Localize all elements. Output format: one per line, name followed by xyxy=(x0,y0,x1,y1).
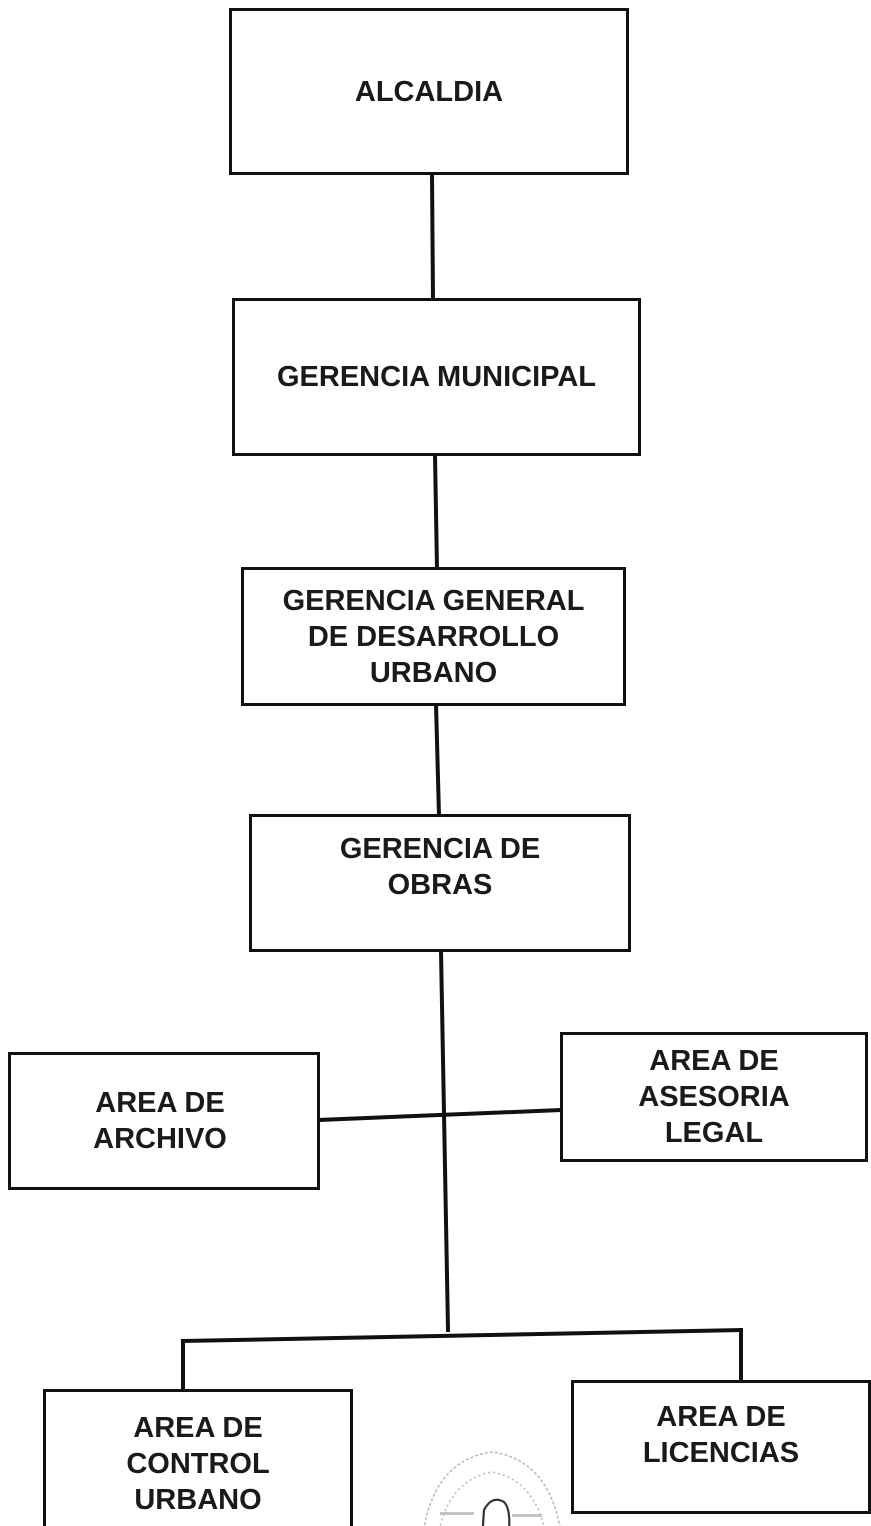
connector-archivo-asesoria xyxy=(315,1107,565,1123)
box-gerencia-obras-label: GERENCIA DE OBRAS xyxy=(339,833,541,901)
box-area-archivo: AREA DE ARCHIVO xyxy=(8,1052,320,1190)
box-gerencia-municipal-label: GERENCIA MUNICIPAL xyxy=(277,361,596,393)
box-area-asesoria-legal-label: AREA DE ASESORIA LEGAL xyxy=(638,1045,790,1149)
box-area-asesoria-legal: AREA DE ASESORIA LEGAL xyxy=(560,1032,868,1162)
connector-gerencia-municipal-desarrollo xyxy=(432,452,440,572)
box-area-archivo-label: AREA DE ARCHIVO xyxy=(93,1087,227,1155)
connector-bottom-branch xyxy=(180,1327,744,1344)
box-area-licencias: AREA DE LICENCIAS xyxy=(571,1380,871,1514)
box-alcaldia: ALCALDIA xyxy=(229,8,629,175)
box-gerencia-municipal: GERENCIA MUNICIPAL xyxy=(232,298,641,456)
box-area-licencias-label: AREA DE LICENCIAS xyxy=(642,1401,800,1469)
connector-desarrollo-obras xyxy=(433,701,442,819)
box-alcaldia-label: ALCALDIA xyxy=(354,75,504,108)
box-area-control-urbano-label: AREA DE CONTROL URBANO xyxy=(126,1412,270,1516)
box-gerencia-obras: GERENCIA DE OBRAS xyxy=(249,814,631,952)
box-area-control-urbano: AREA DE CONTROL URBANO xyxy=(43,1389,353,1526)
connector-obras-trunk xyxy=(438,948,451,1333)
connector-alcaldia-gerencia-municipal xyxy=(429,171,436,303)
box-gerencia-desarrollo-urbano-label: GERENCIA GENERAL DE DESARROLLO URBANO xyxy=(282,584,585,689)
box-gerencia-desarrollo-urbano: GERENCIA GENERAL DE DESARROLLO URBANO xyxy=(241,567,626,706)
